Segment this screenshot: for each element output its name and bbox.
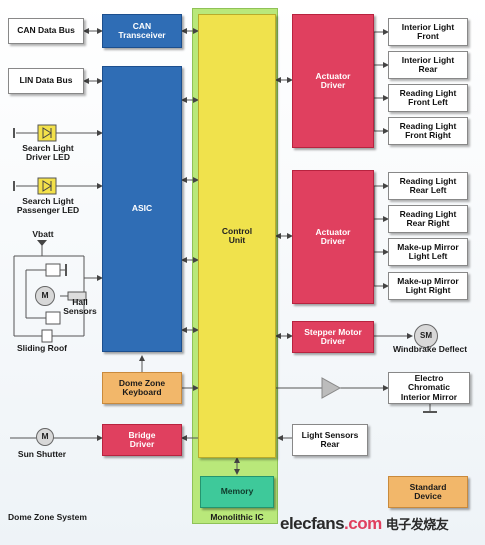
- lin-data-bus-block: LIN Data Bus: [8, 68, 84, 94]
- standard-device-legend-block: Standard Device: [388, 476, 468, 508]
- watermark-brand: elecfans: [280, 514, 345, 533]
- search-light-driver-label: Search Light Driver LED: [22, 143, 74, 163]
- hall-sensor-icon: [67, 291, 87, 301]
- memory-block: Memory: [200, 476, 274, 508]
- amplifier-icon: [321, 377, 342, 399]
- led-icon: [37, 124, 57, 142]
- actuator-driver-2-block: Actuator Driver: [292, 170, 374, 304]
- output-interior-light-rear: Interior Light Rear: [388, 51, 468, 79]
- windbrake-deflect-label: Windbrake Deflect: [392, 344, 468, 354]
- sliding-roof-motor-icon: M: [35, 286, 55, 306]
- control-unit-block: Control Unit: [198, 14, 276, 458]
- search-light-passenger-label: Search Light Passenger LED: [16, 196, 80, 216]
- sun-shutter-motor-icon: M: [36, 428, 54, 446]
- stepper-motor-icon: SM: [414, 324, 438, 348]
- switch-icon: [45, 311, 61, 325]
- can-data-bus-block: CAN Data Bus: [8, 18, 84, 44]
- sliding-roof-label: Sliding Roof: [16, 343, 68, 353]
- vbatt-arrow-icon: [37, 240, 47, 246]
- vbatt-label: Vbatt: [32, 229, 54, 239]
- output-interior-light-front: Interior Light Front: [388, 18, 468, 46]
- actuator-driver-1-block: Actuator Driver: [292, 14, 374, 148]
- led-icon: [37, 177, 57, 195]
- can-transceiver-block: CAN Transceiver: [102, 14, 182, 48]
- output-reading-light-rear-right: Reading Light Rear Right: [388, 205, 468, 233]
- dome-zone-keyboard-block: Dome Zone Keyboard: [102, 372, 182, 404]
- output-reading-light-front-left: Reading Light Front Left: [388, 84, 468, 112]
- output-makeup-mirror-light-left: Make-up Mirror Light Left: [388, 238, 468, 266]
- electro-chromatic-mirror-block: Electro Chromatic Interior Mirror: [388, 372, 470, 404]
- sun-shutter-label: Sun Shutter: [17, 449, 67, 459]
- watermark-chinese: 电子发烧友: [385, 517, 449, 532]
- asic-block: ASIC: [102, 66, 182, 352]
- output-reading-light-front-right: Reading Light Front Right: [388, 117, 468, 145]
- hall-sensors-label: Hall Sensors: [63, 297, 97, 317]
- stepper-motor-driver-block: Stepper Motor Driver: [292, 321, 374, 353]
- bridge-driver-block: Bridge Driver: [102, 424, 182, 456]
- monolithic-ic-label: Monolithic IC: [210, 512, 264, 522]
- output-makeup-mirror-light-right: Make-up Mirror Light Right: [388, 272, 468, 300]
- light-sensors-rear-block: Light Sensors Rear: [292, 424, 368, 456]
- switch-icon: [45, 263, 61, 277]
- watermark-tld: .com: [344, 514, 382, 533]
- switch-icon: [41, 329, 53, 343]
- dome-zone-system-label: Dome Zone System: [8, 512, 87, 522]
- output-reading-light-rear-left: Reading Light Rear Left: [388, 172, 468, 200]
